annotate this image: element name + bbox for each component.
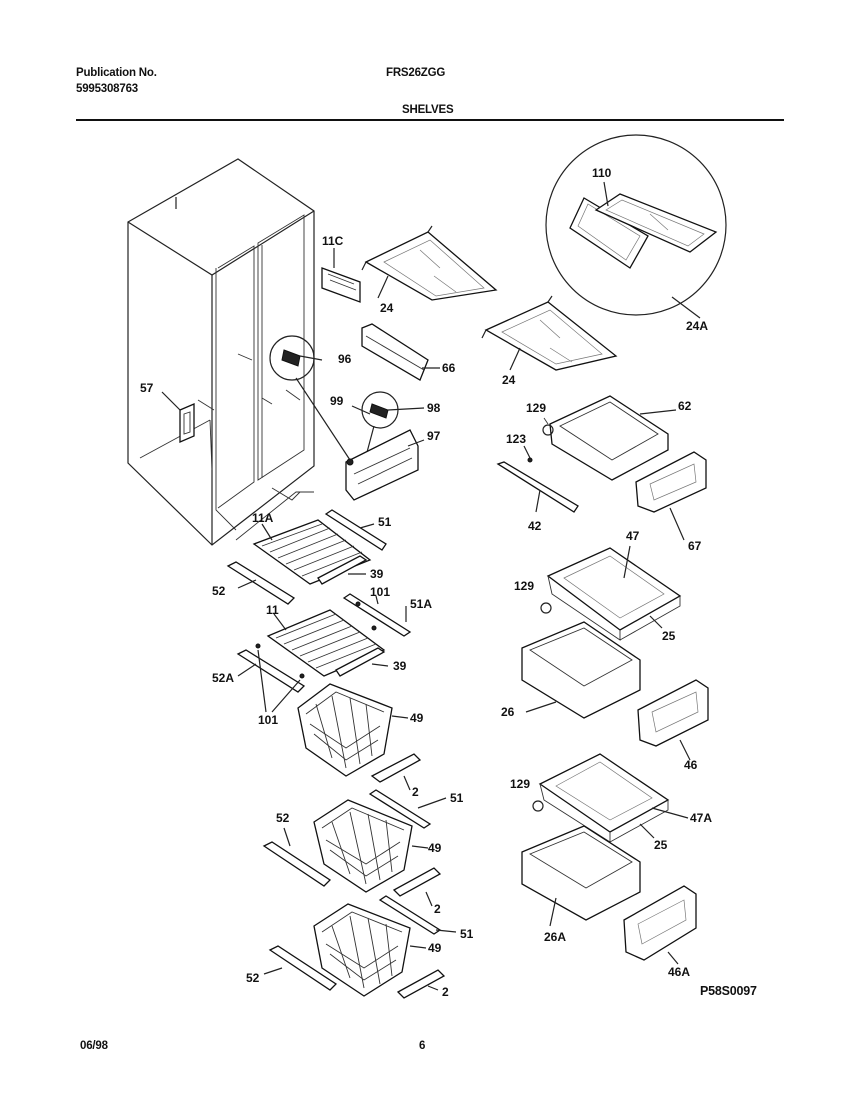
callout-24A: 24A — [686, 319, 708, 333]
part-66-trim — [361, 323, 440, 381]
part-24-shelf-lower — [481, 295, 618, 371]
callout-51-middle: 51 — [450, 791, 464, 805]
footer-date: 06/98 — [80, 1040, 108, 1052]
callout-49-middle: 49 — [428, 841, 442, 855]
callout-57: 57 — [140, 381, 154, 395]
part-49-basket-3 — [313, 903, 427, 997]
callout-101-lower: 101 — [258, 713, 278, 727]
callout-26: 26 — [501, 705, 515, 719]
callout-24-lower: 24 — [502, 373, 516, 387]
part-47A-crisper-cover — [532, 753, 689, 843]
callout-129-upper: 129 — [526, 401, 546, 415]
callout-49-upper: 49 — [410, 711, 424, 725]
part-24-shelf-upper — [361, 225, 498, 301]
callout-2-upper: 2 — [412, 785, 419, 799]
callout-129-middle: 129 — [514, 579, 534, 593]
part-47-crisper-cover — [540, 545, 682, 641]
callout-47: 47 — [626, 529, 640, 543]
callout-52A: 52A — [212, 671, 234, 685]
callout-11C: 11C — [322, 234, 344, 248]
callout-123: 123 — [506, 432, 526, 446]
part-24A-detail-circle — [545, 134, 727, 319]
drawing-code: P58S0097 — [700, 984, 757, 998]
header-rule — [76, 119, 784, 121]
part-49-basket-1 — [297, 683, 409, 777]
callout-51-lower: 51 — [460, 927, 474, 941]
part-46-crisper-front — [637, 679, 709, 761]
publication-number: 5995308763 — [76, 83, 138, 95]
callout-52-upper: 52 — [212, 584, 226, 598]
callout-2-middle: 2 — [434, 902, 441, 916]
part-2-handle-2 — [392, 867, 442, 907]
part-11C-bracket — [321, 248, 361, 303]
callout-52-middle: 52 — [276, 811, 290, 825]
part-46A-crisper-front — [623, 885, 697, 965]
part-52-rail-upper — [226, 561, 296, 605]
part-51-trim-middle — [368, 789, 447, 829]
part-51-trim-upper — [324, 509, 387, 551]
callout-26A: 26A — [544, 930, 566, 944]
part-51-trim-lower — [378, 895, 457, 935]
footer-page-number: 6 — [419, 1040, 426, 1052]
callout-99: 99 — [330, 394, 344, 408]
callout-66: 66 — [442, 361, 456, 375]
part-52-rail-middle — [262, 827, 332, 887]
callout-39-upper: 39 — [370, 567, 384, 581]
callout-51-upper: 51 — [378, 515, 392, 529]
callout-47A: 47A — [690, 811, 712, 825]
callout-39-lower: 39 — [393, 659, 407, 673]
part-62-pan — [542, 395, 677, 481]
callout-101-upper: 101 — [370, 585, 390, 599]
section-title: SHELVES — [402, 104, 454, 116]
part-49-basket-2 — [313, 799, 429, 893]
part-98-detail — [351, 391, 425, 457]
part-67-pan-front — [635, 451, 707, 541]
part-96-detail — [269, 335, 351, 461]
callout-98: 98 — [427, 401, 441, 415]
part-57-bracket — [161, 391, 195, 443]
callout-67: 67 — [688, 539, 702, 553]
callout-52-lower: 52 — [246, 971, 260, 985]
callout-11A: 11A — [252, 511, 274, 525]
part-26-crisper-pan — [521, 621, 641, 719]
callout-62: 62 — [678, 399, 692, 413]
callout-97: 97 — [427, 429, 441, 443]
cabinet-liner — [127, 158, 315, 546]
publication-label: Publication No. — [76, 67, 157, 79]
callout-42: 42 — [528, 519, 542, 533]
part-26A-crisper-pan — [521, 825, 641, 927]
callout-51A: 51A — [410, 597, 432, 611]
callout-49-lower: 49 — [428, 941, 442, 955]
part-52-rail-lower — [263, 945, 338, 991]
part-2-handle-3 — [396, 969, 446, 999]
part-42-rail — [496, 445, 579, 513]
part-11-wire-shelf — [266, 609, 386, 677]
callout-129-lower: 129 — [510, 777, 530, 791]
callout-46: 46 — [684, 758, 698, 772]
part-2-handle-1 — [370, 753, 422, 791]
callout-25-lower: 25 — [654, 838, 668, 852]
callout-110: 110 — [592, 166, 612, 180]
callout-24-upper: 24 — [380, 301, 394, 315]
model-number: FRS26ZGG — [386, 67, 446, 79]
part-52A-rail — [236, 643, 306, 713]
part-39-rail-lower — [335, 647, 389, 677]
callout-96: 96 — [338, 352, 352, 366]
part-51A-trim — [342, 593, 412, 637]
callout-2-lower: 2 — [442, 985, 449, 999]
part-39-rail-upper — [317, 555, 368, 585]
callout-25-upper: 25 — [662, 629, 676, 643]
callout-11: 11 — [266, 603, 279, 617]
part-97-cover — [345, 429, 425, 501]
callout-46A: 46A — [668, 965, 690, 979]
